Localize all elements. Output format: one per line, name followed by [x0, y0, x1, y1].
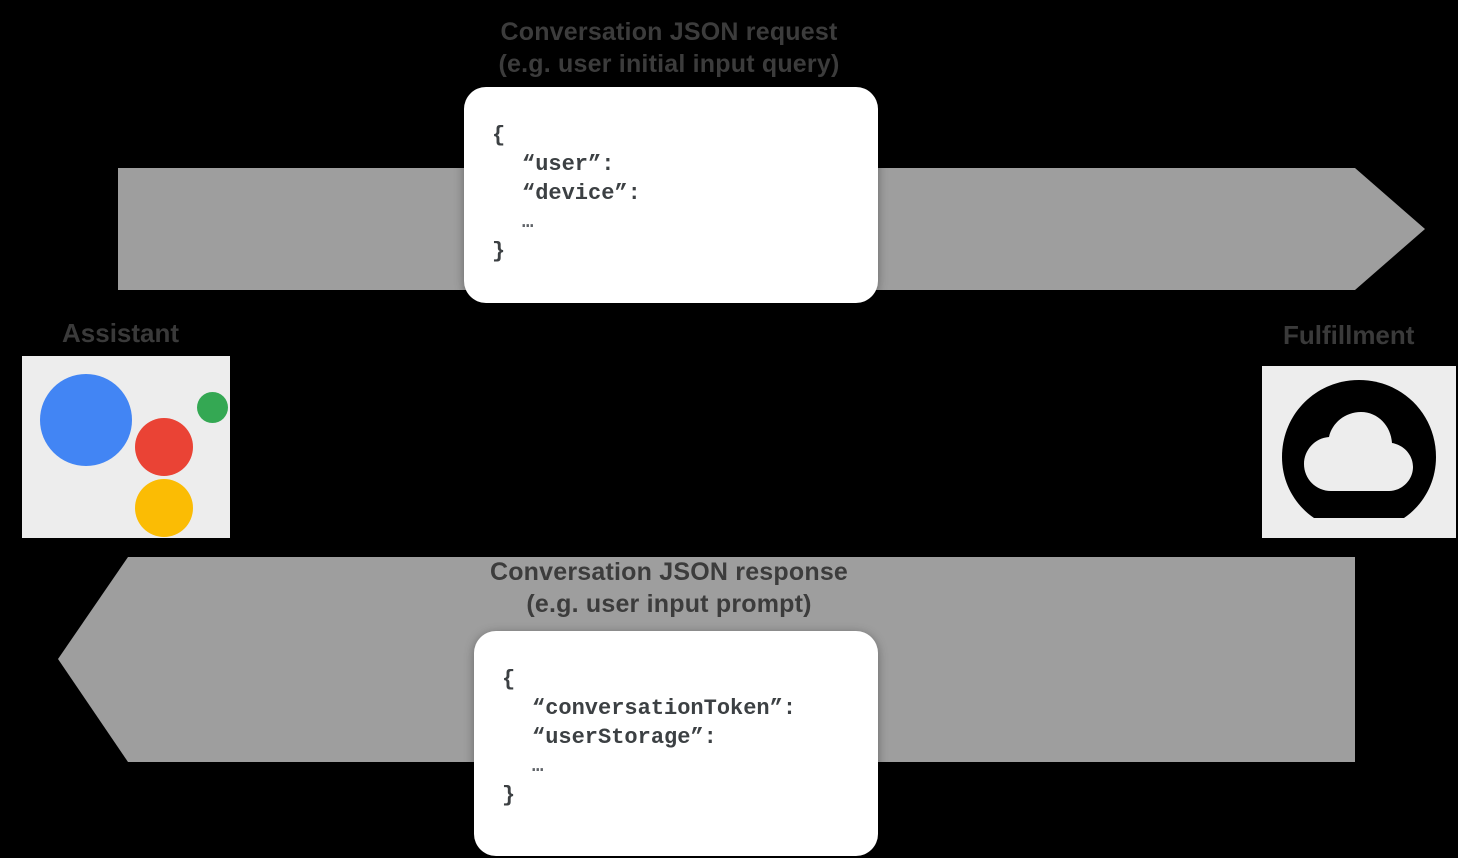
response-label-line2: (e.g. user input prompt): [526, 590, 812, 618]
request-json-key-user: “user”:: [522, 152, 615, 177]
google-assistant-icon: [22, 356, 230, 538]
assistant-dot-yellow-icon: [135, 479, 193, 537]
request-json-open: {: [492, 123, 506, 148]
assistant-dot-blue-icon: [40, 374, 132, 466]
response-flow-label: Conversation JSON response (e.g. user in…: [379, 556, 959, 620]
request-json-card: { “user”: “device”: … }: [464, 87, 878, 303]
response-json-close: }: [502, 783, 516, 808]
assistant-dot-green-icon: [197, 392, 228, 423]
request-json-key-device: “device”:: [522, 181, 641, 206]
request-arrow-head-icon: [1355, 168, 1425, 290]
assistant-dot-red-icon: [135, 418, 193, 476]
cloud-glyph-icon: [1282, 380, 1436, 518]
request-label-line1: Conversation JSON request: [500, 18, 838, 46]
request-json-ellipsis: …: [522, 211, 535, 233]
assistant-node-label: Assistant: [62, 318, 180, 348]
cloud-icon: [1262, 366, 1456, 538]
fulfillment-node-label: Fulfillment: [1283, 320, 1415, 350]
request-label-line2: (e.g. user initial input query): [498, 50, 840, 78]
response-json-card: { “conversationToken”: “userStorage”: … …: [474, 631, 878, 856]
response-json-key-user-storage: “userStorage”:: [532, 725, 717, 750]
response-label-line1: Conversation JSON response: [489, 558, 849, 586]
request-flow-label: Conversation JSON request (e.g. user ini…: [379, 16, 959, 80]
response-json-ellipsis: …: [532, 755, 545, 777]
response-json-key-conversation-token: “conversationToken”:: [532, 696, 797, 721]
response-json-open: {: [502, 667, 516, 692]
request-json-close: }: [492, 239, 506, 264]
response-arrow-head-icon: [58, 557, 128, 762]
